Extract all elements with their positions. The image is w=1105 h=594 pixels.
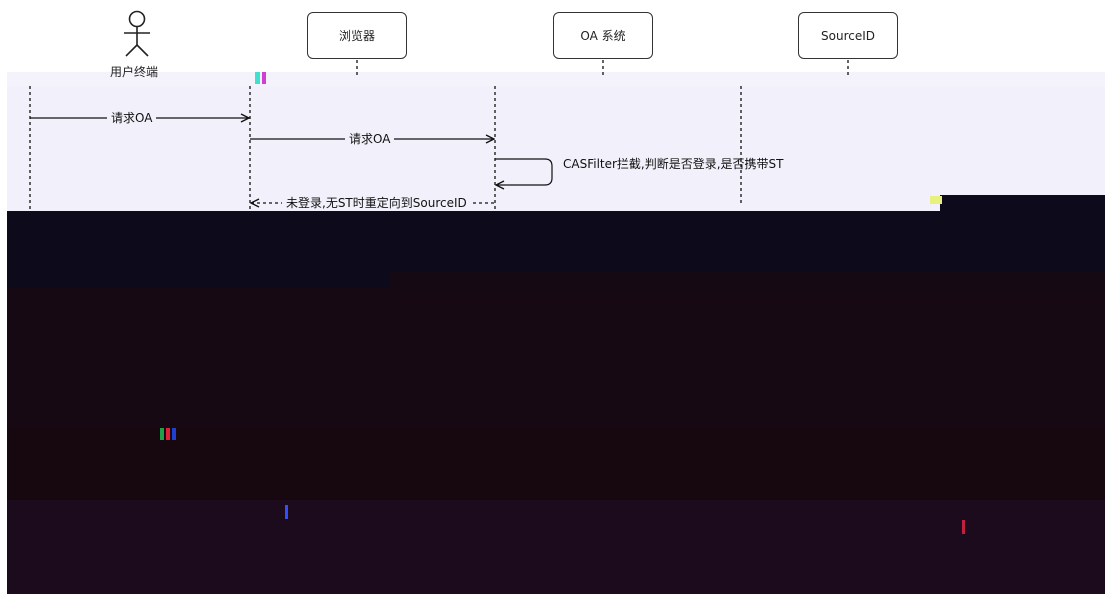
glitch-speck — [172, 428, 176, 440]
participant-source-label: SourceID — [821, 28, 875, 43]
person-icon — [124, 10, 150, 57]
message-label-return: 未登录,无ST时重定向到SourceID — [282, 196, 471, 210]
dark-region — [940, 195, 1105, 215]
message-label-1: 请求OA — [107, 111, 157, 125]
glitch-speck — [285, 505, 288, 519]
self-message-loop — [495, 158, 553, 185]
dark-region — [7, 500, 1105, 594]
participant-oa: OA 系统 — [553, 12, 653, 59]
message-label-2: 请求OA — [345, 132, 395, 146]
participant-user-label: 用户终端 — [110, 65, 159, 79]
dark-region — [390, 271, 1105, 291]
glitch-speck — [962, 520, 965, 534]
participant-browser: 浏览器 — [307, 12, 407, 59]
diagram-band-top — [7, 72, 1105, 86]
glitch-speck — [262, 72, 266, 84]
participant-oa-label: OA 系统 — [580, 29, 626, 43]
glitch-speck — [930, 196, 942, 204]
glitch-speck — [255, 72, 260, 84]
dark-region — [7, 288, 1105, 428]
glitch-speck — [166, 428, 170, 440]
participant-source: SourceID — [798, 12, 898, 59]
diagram-band — [7, 72, 1105, 211]
self-message-label: CASFilter拦截,判断是否登录,是否携带ST — [563, 157, 784, 171]
participant-browser-label: 浏览器 — [338, 29, 375, 43]
glitch-speck — [160, 428, 164, 440]
